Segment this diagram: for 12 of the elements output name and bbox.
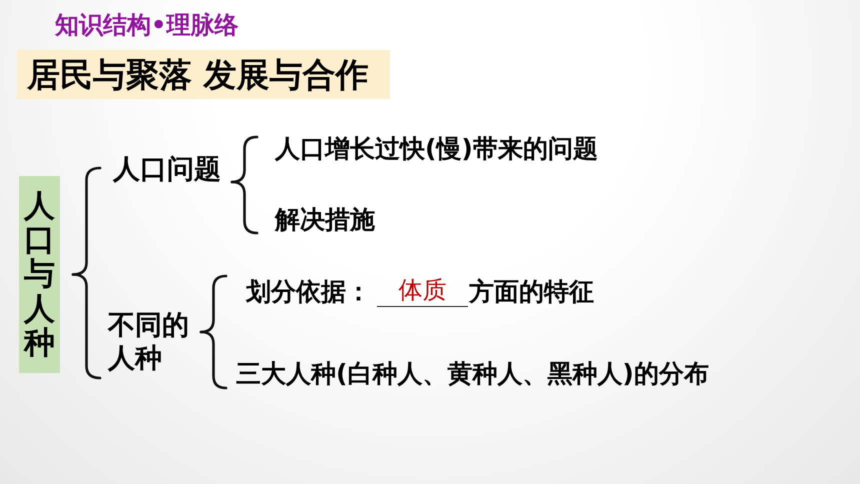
criterion-text: 划分依据： [246,277,371,307]
item-label: 人口增长过快(慢)带来的问题 [275,134,598,164]
topic-text: 人口与人种 [24,189,55,360]
item-label: 三大人种(白种人、黄种人、黑种人)的分布 [236,359,709,389]
section-label: 知识结构•理脉络 [55,10,238,40]
topic-box [19,176,60,373]
answer-text: 体质 [398,276,446,304]
title-text: 居民与聚落 发展与合作 [27,54,368,96]
criterion-text: 方面的特征 [469,277,594,307]
branch-label: 人口问题 [113,154,221,186]
item-label: 解决措施 [275,205,375,235]
branch-label: 不同的人种 [108,309,194,375]
